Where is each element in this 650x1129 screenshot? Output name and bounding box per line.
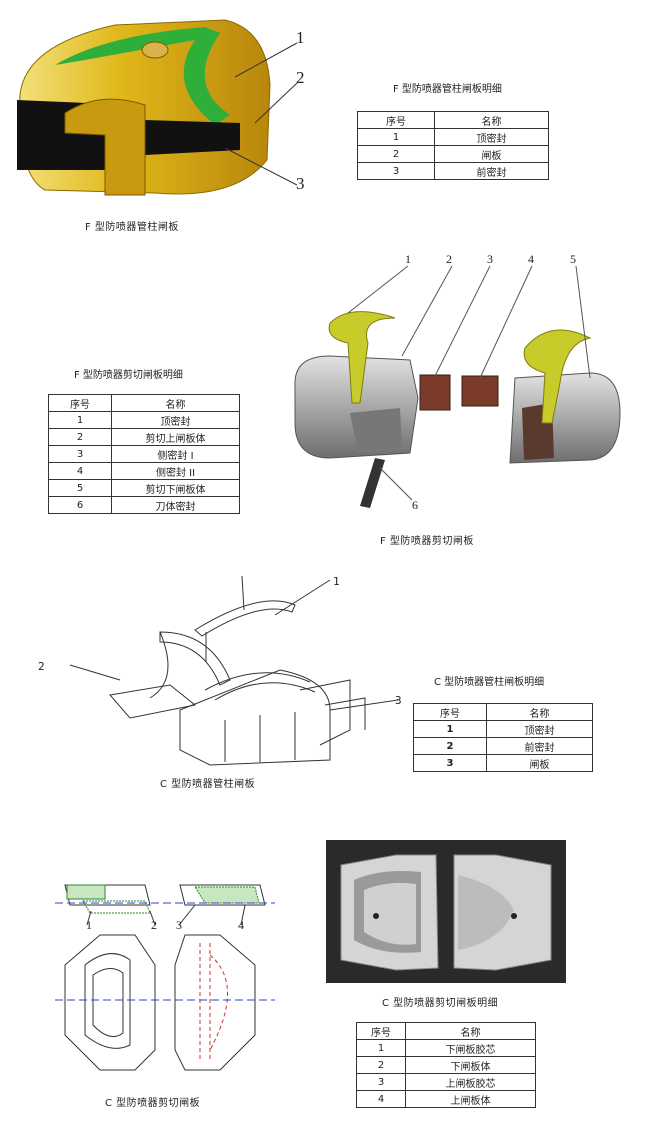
callout-2: 2 xyxy=(446,252,452,266)
callout-2: 2 xyxy=(38,660,45,673)
table-title: F 型防喷器剪切闸板明细 xyxy=(74,370,183,381)
col-header-name: 名称 xyxy=(434,111,549,129)
callout-3: 3 xyxy=(296,174,305,193)
table-title: F 型防喷器管柱闸板明细 xyxy=(393,84,502,95)
callout-4: 4 xyxy=(238,918,244,932)
col-header-no: 序号 xyxy=(413,703,487,721)
c-shear-ram-drawing xyxy=(55,884,275,1071)
callout-5: 5 xyxy=(570,252,576,266)
callout-2: 2 xyxy=(296,68,305,87)
col-header-name: 名称 xyxy=(405,1022,536,1040)
photo-caption: C 型防喷器剪切闸板明细 xyxy=(382,998,499,1009)
callout-3: 3 xyxy=(176,918,182,932)
callout-6: 6 xyxy=(412,498,418,512)
callout-2: 2 xyxy=(151,918,157,932)
f-shear-ram-illustration xyxy=(294,265,621,508)
col-header-no: 序号 xyxy=(357,111,435,129)
c-shear-ram-photo xyxy=(326,840,566,983)
figure-caption: F 型防喷器管柱闸板 xyxy=(85,222,179,233)
col-header-no: 序号 xyxy=(356,1022,406,1040)
callout-4: 4 xyxy=(528,252,534,266)
col-header-name: 名称 xyxy=(486,703,593,721)
table-title: C 型防喷器管柱闸板明细 xyxy=(434,677,545,688)
col-header-name: 名称 xyxy=(111,394,240,412)
figure-caption: C 型防喷器剪切闸板 xyxy=(105,1098,201,1109)
callout-3: 3 xyxy=(395,694,402,707)
figure-caption: F 型防喷器剪切闸板 xyxy=(380,536,474,547)
callout-3: 3 xyxy=(487,252,493,266)
callout-1: 1 xyxy=(86,918,92,932)
c-pipe-ram-illustration xyxy=(69,575,399,766)
figure-caption: C 型防喷器管柱闸板 xyxy=(160,779,256,790)
callout-1: 1 xyxy=(296,28,305,47)
f-pipe-ram-illustration xyxy=(17,19,298,196)
col-header-no: 序号 xyxy=(48,394,112,412)
callout-1: 1 xyxy=(405,252,411,266)
callout-1: 1 xyxy=(333,575,340,588)
